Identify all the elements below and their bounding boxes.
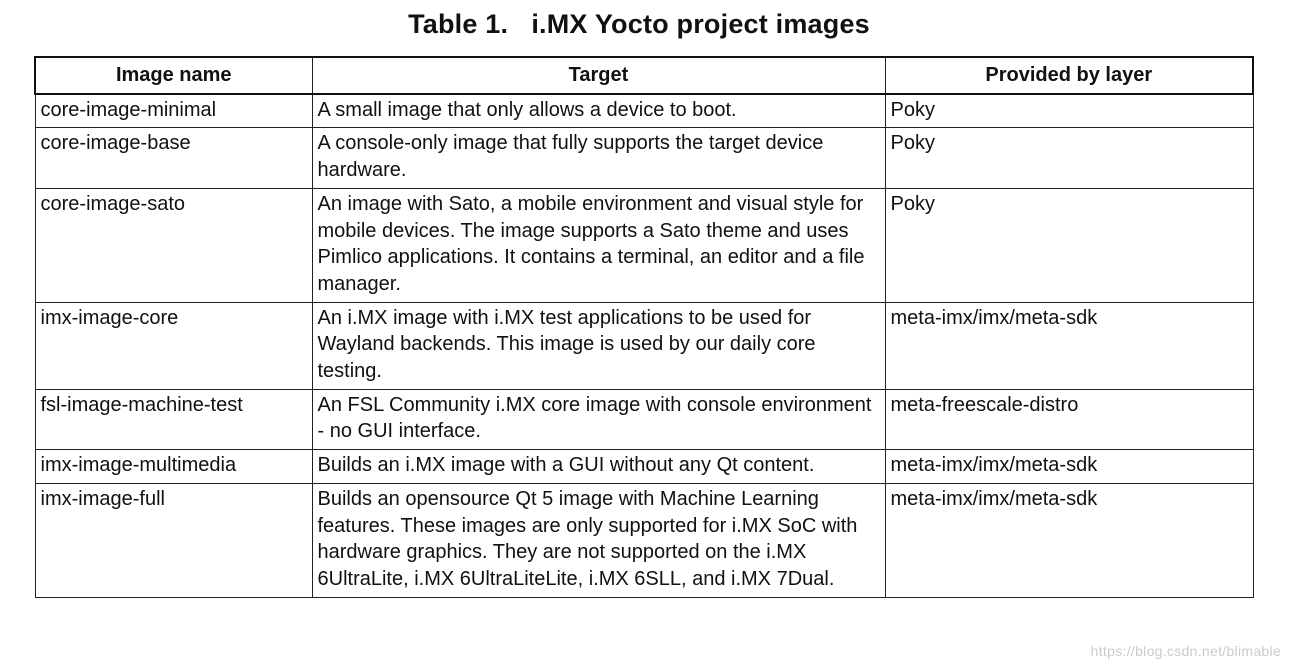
layer-cell: meta-imx/imx/meta-sdk bbox=[884, 449, 1254, 484]
image-name-cell: imx-image-full bbox=[34, 482, 313, 598]
target-cell: An i.MX image with i.MX test application… bbox=[311, 301, 886, 390]
watermark: https://blog.csdn.net/blimable bbox=[1090, 643, 1281, 659]
table-row: fsl-image-machine-test An FSL Community … bbox=[34, 388, 1254, 451]
layer-cell: meta-imx/imx/meta-sdk bbox=[884, 482, 1254, 598]
table-row: core-image-base A console-only image tha… bbox=[34, 127, 1254, 189]
target-cell: Builds an opensource Qt 5 image with Mac… bbox=[311, 482, 886, 598]
image-name-cell: imx-image-core bbox=[34, 301, 313, 390]
image-name-cell: core-image-minimal bbox=[34, 93, 313, 129]
table-title: Table 1. i.MX Yocto project images bbox=[408, 9, 870, 39]
target-cell: An FSL Community i.MX core image with co… bbox=[311, 388, 886, 451]
header-provided-by-layer: Provided by layer bbox=[884, 56, 1254, 95]
table-row: core-image-sato An image with Sato, a mo… bbox=[34, 187, 1254, 303]
target-cell: Builds an i.MX image with a GUI without … bbox=[311, 449, 886, 484]
target-cell: A small image that only allows a device … bbox=[311, 93, 886, 129]
image-name-cell: fsl-image-machine-test bbox=[34, 388, 313, 451]
layer-cell: meta-imx/imx/meta-sdk bbox=[884, 301, 1254, 390]
layer-cell: meta-freescale-distro bbox=[884, 388, 1254, 451]
table-row: imx-image-full Builds an opensource Qt 5… bbox=[34, 482, 1254, 598]
layer-cell: Poky bbox=[884, 187, 1254, 303]
header-image-name: Image name bbox=[34, 56, 313, 95]
target-cell: An image with Sato, a mobile environment… bbox=[311, 187, 886, 303]
table-row: imx-image-core An i.MX image with i.MX t… bbox=[34, 301, 1254, 390]
table-row: imx-image-multimedia Builds an i.MX imag… bbox=[34, 449, 1254, 484]
table-row: core-image-minimal A small image that on… bbox=[34, 93, 1254, 129]
image-name-cell: core-image-base bbox=[34, 127, 313, 189]
layer-cell: Poky bbox=[884, 127, 1254, 189]
target-cell: A console-only image that fully supports… bbox=[311, 127, 886, 189]
layer-cell: Poky bbox=[884, 93, 1254, 129]
image-name-cell: imx-image-multimedia bbox=[34, 449, 313, 484]
table-header-row: Image name Target Provided by layer bbox=[34, 56, 1254, 95]
images-table: Image name Target Provided by layer core… bbox=[34, 56, 1254, 598]
image-name-cell: core-image-sato bbox=[34, 187, 313, 303]
header-target: Target bbox=[311, 56, 886, 95]
